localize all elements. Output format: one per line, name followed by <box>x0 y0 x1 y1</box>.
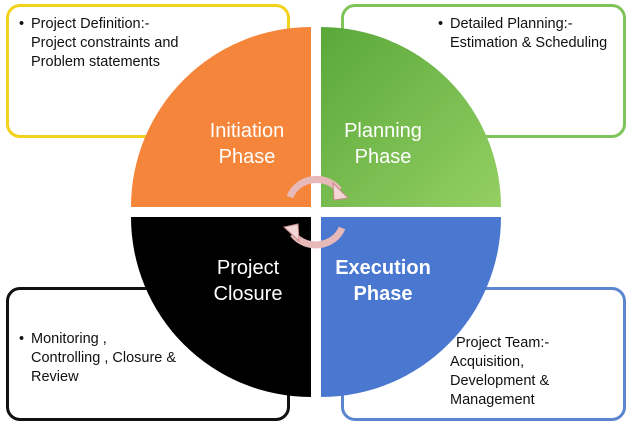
execution-label: Execution Phase <box>322 255 444 307</box>
initiation-label-line-1: Initiation <box>209 120 285 142</box>
closure-quadrant <box>131 217 311 397</box>
planning-quadrant <box>321 27 501 207</box>
initiation-quadrant <box>131 27 311 207</box>
initiation-note-line-3: Problem statements <box>31 54 160 70</box>
closure-label-line-2: Closure <box>213 283 283 305</box>
execution-label-line-1: Execution <box>335 257 431 279</box>
closure-label-line-1: Project <box>216 257 280 279</box>
execution-note-text: Project Team:- Acquisition, Development … <box>450 334 549 410</box>
planning-label-line-1: Planning <box>344 120 422 142</box>
execution-quadrant <box>321 217 501 397</box>
initiation-note-text: • Project Definition:- Project constraint… <box>19 15 179 72</box>
bullet: • <box>438 16 444 32</box>
planning-note-line-2: Estimation & Scheduling <box>450 35 608 51</box>
execution-note-line-2: Acquisition, <box>450 354 525 370</box>
execution-note-line-3: Development & <box>450 373 550 389</box>
planning-label-line-2: Phase <box>354 146 412 168</box>
planning-note-text: • Detailed Planning:- Estimation & Schedu… <box>438 15 607 53</box>
bullet: • <box>19 331 25 347</box>
execution-note-line-4: Management <box>450 392 535 408</box>
cycle-arrows-icon <box>282 175 350 249</box>
bullet: • <box>19 16 25 32</box>
planning-label: Planning Phase <box>322 118 444 170</box>
execution-note-line-1: Project Team:- <box>456 335 550 351</box>
initiation-note-line-1: Project Definition:- <box>31 16 150 32</box>
closure-note-text: • Monitoring , Controlling , Closure & Re… <box>19 330 176 387</box>
closure-label: Project Closure <box>190 255 306 307</box>
initiation-label-line-2: Phase <box>218 146 276 168</box>
closure-note-line-2: Controlling , Closure & <box>31 350 177 366</box>
closure-note-line-3: Review <box>31 369 79 385</box>
planning-note-line-1: Detailed Planning:- <box>450 16 573 32</box>
closure-note-line-1: Monitoring , <box>31 331 107 347</box>
initiation-label: Initiation Phase <box>185 118 309 170</box>
execution-label-line-2: Phase <box>353 283 413 305</box>
initiation-note-line-2: Project constraints and <box>31 35 179 51</box>
